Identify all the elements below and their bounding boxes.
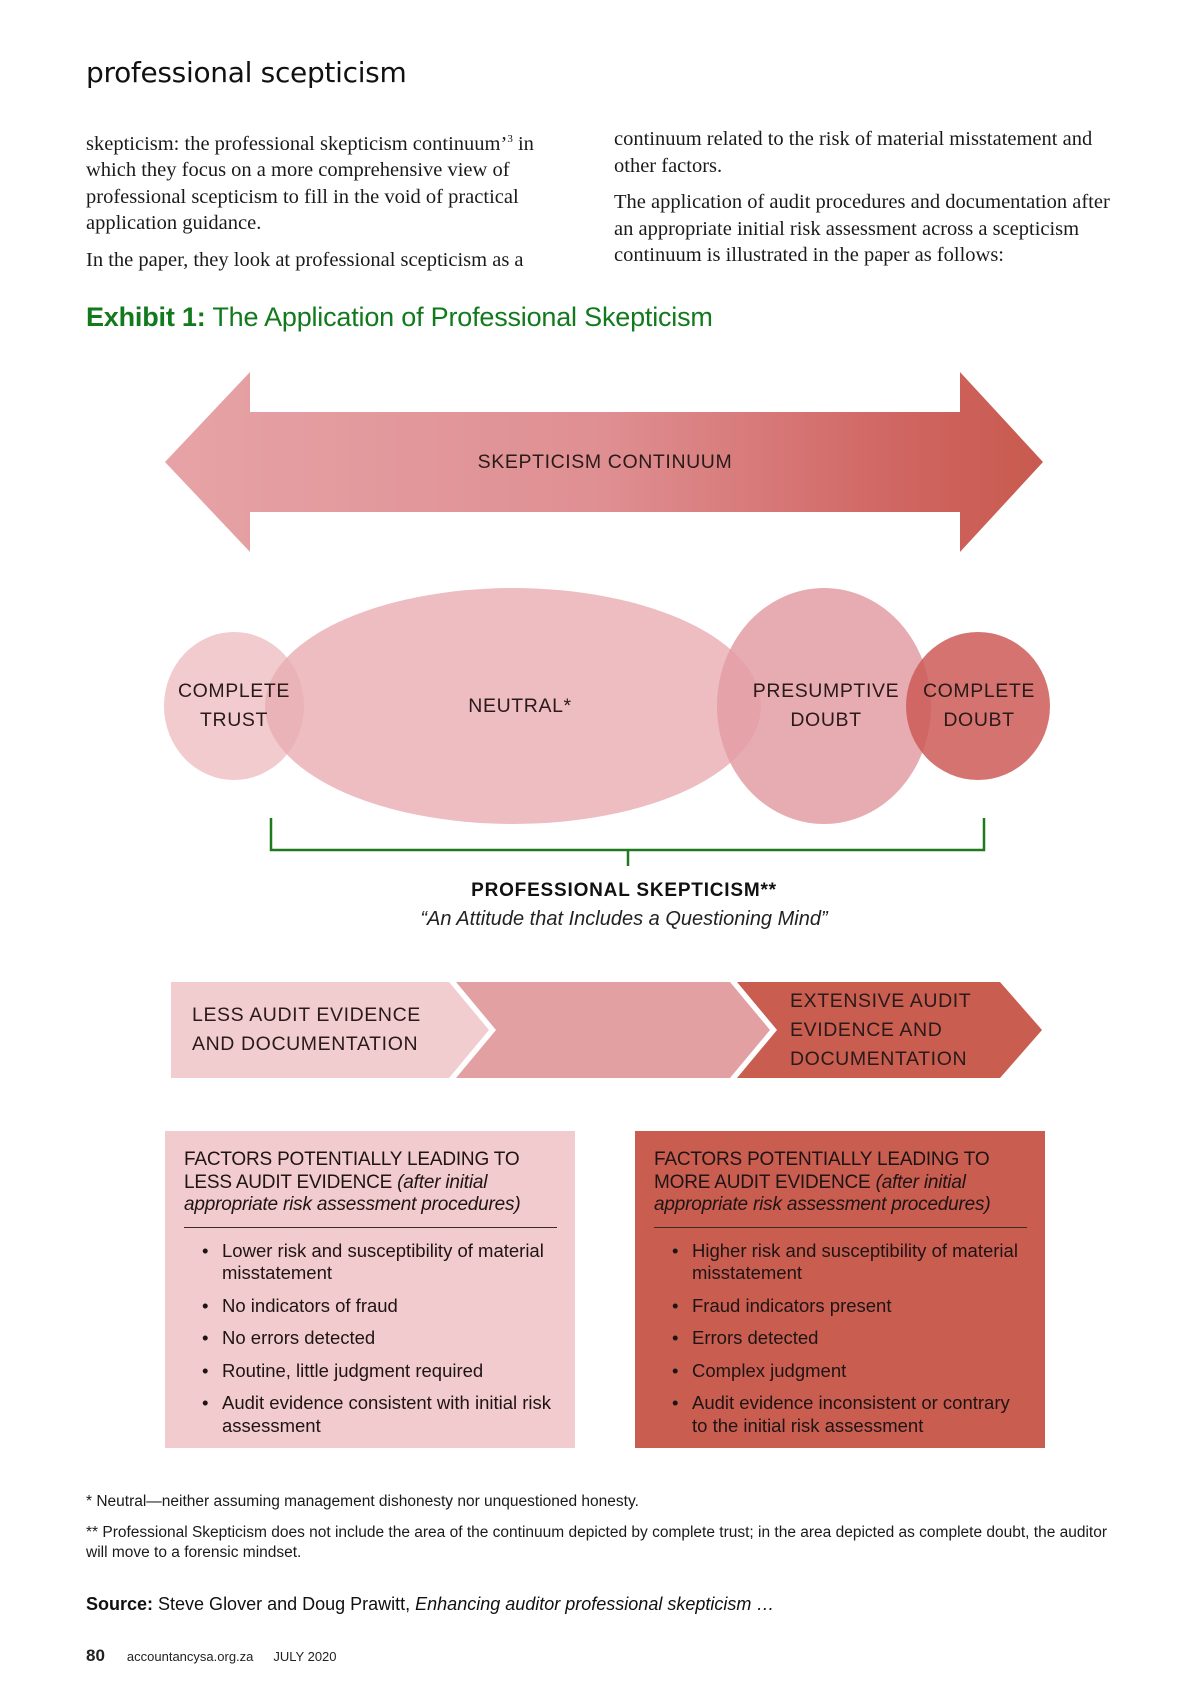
skepticism-continuum-arrow — [165, 372, 1043, 552]
factors-less-heading: FACTORS POTENTIALLY LEADING TO LESS AUDI… — [184, 1149, 557, 1228]
stage-neutral-shape — [265, 588, 761, 824]
stage-complete-trust: COMPLETE TRUST — [177, 680, 291, 731]
professional-skepticism-title: PROFESSIONAL SKEPTICISM** — [471, 880, 777, 901]
paragraph: The application of audit procedures and … — [614, 191, 1110, 266]
factors-less-evidence-box: FACTORS POTENTIALLY LEADING TO LESS AUDI… — [165, 1131, 575, 1448]
stage-complete-doubt-shape — [906, 632, 1050, 780]
paragraph: continuum related to the risk of materia… — [614, 128, 1093, 177]
list-item: Errors detected — [672, 1327, 1027, 1350]
source-title: Enhancing auditor professional skepticis… — [415, 1594, 775, 1614]
professional-skepticism-quote: “An Attitude that Includes a Questioning… — [420, 908, 828, 930]
footnote-ref[interactable]: 3 — [507, 133, 513, 145]
page-number: 80 — [86, 1646, 105, 1665]
exhibit-label: Exhibit 1: — [86, 302, 206, 332]
arrow-label: SKEPTICISM CONTINUUM — [477, 451, 733, 473]
list-item: Lower risk and susceptibility of materia… — [202, 1240, 557, 1285]
factors-less-list: Lower risk and susceptibility of materia… — [184, 1240, 557, 1438]
chevron-less-evidence — [171, 982, 489, 1078]
stage-complete-doubt: COMPLETE DOUBT — [922, 680, 1036, 731]
stage-presumptive-doubt: PRESUMPTIVE DOUBT — [752, 680, 900, 731]
list-item: No errors detected — [202, 1327, 557, 1350]
professional-skepticism-bracket — [269, 818, 986, 866]
page-footer: 80 accountancysa.org.za JULY 2020 — [86, 1646, 337, 1666]
body-column-1: skepticism: the professional skepticism … — [86, 126, 566, 283]
chevron-less-label: LESS AUDIT EVIDENCE AND DOCUMENTATION — [192, 1004, 421, 1055]
source-citation: Source: Steve Glover and Doug Prawitt, E… — [86, 1594, 775, 1614]
stage-presumptive-doubt-shape — [717, 588, 931, 824]
list-item: Routine, little judgment required — [202, 1360, 557, 1383]
issue-date: JULY 2020 — [273, 1649, 337, 1664]
list-item: Audit evidence consistent with initial r… — [202, 1392, 557, 1437]
footnote-neutral: * Neutral—neither assuming management di… — [86, 1493, 639, 1510]
body-column-2: continuum related to the risk of materia… — [614, 126, 1134, 279]
stage-complete-trust-shape — [164, 632, 304, 780]
factors-more-evidence-box: FACTORS POTENTIALLY LEADING TO MORE AUDI… — [635, 1131, 1045, 1448]
paragraph: In the paper, they look at professional … — [86, 248, 524, 271]
stage-neutral: NEUTRAL* — [468, 695, 572, 717]
factors-more-heading: FACTORS POTENTIALLY LEADING TO MORE AUDI… — [654, 1149, 1027, 1228]
chevron-extensive-evidence — [737, 982, 1042, 1078]
chevron-middle — [456, 982, 770, 1078]
exhibit-title-text: The Application of Professional Skeptici… — [205, 302, 713, 332]
site-link[interactable]: accountancysa.org.za — [126, 1649, 254, 1664]
paragraph: skepticism: the professional skepticism … — [86, 132, 534, 235]
list-item: Fraud indicators present — [672, 1295, 1027, 1318]
list-item: Audit evidence inconsistent or contrary … — [672, 1392, 1027, 1437]
list-item: Complex judgment — [672, 1360, 1027, 1383]
footnote-professional-skepticism: ** Professional Skepticism does not incl… — [86, 1524, 1108, 1561]
list-item: Higher risk and susceptibility of materi… — [672, 1240, 1027, 1285]
chevron-extensive-label: EXTENSIVE AUDIT EVIDENCE AND DOCUMENTATI… — [790, 990, 972, 1070]
source-label: Source: — [86, 1594, 154, 1614]
exhibit-title: Exhibit 1: The Application of Profession… — [86, 302, 713, 333]
section-title: professional scepticism — [86, 56, 407, 89]
list-item: No indicators of fraud — [202, 1295, 557, 1318]
factors-more-list: Higher risk and susceptibility of materi… — [654, 1240, 1027, 1438]
